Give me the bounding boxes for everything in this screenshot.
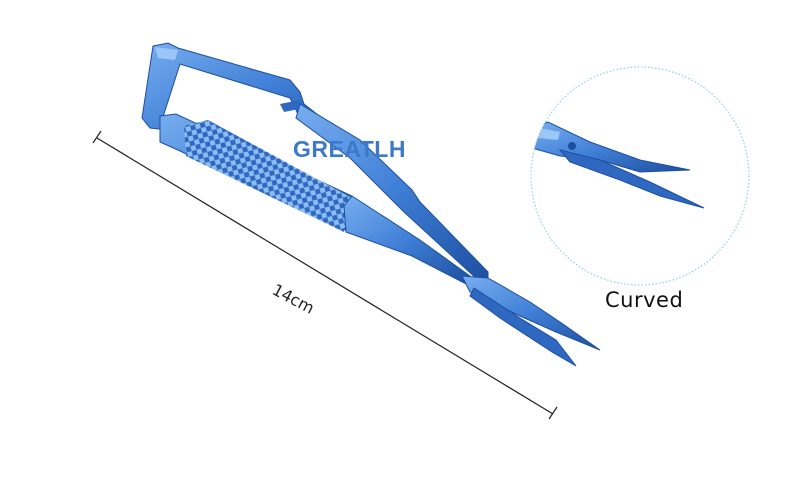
knurled-handle xyxy=(159,113,471,285)
curved-detail-circle xyxy=(530,66,750,286)
dimension-line xyxy=(92,130,558,420)
brand-watermark: GREATLH xyxy=(293,136,406,162)
curved-label: Curved xyxy=(605,288,684,312)
blades xyxy=(461,275,601,367)
